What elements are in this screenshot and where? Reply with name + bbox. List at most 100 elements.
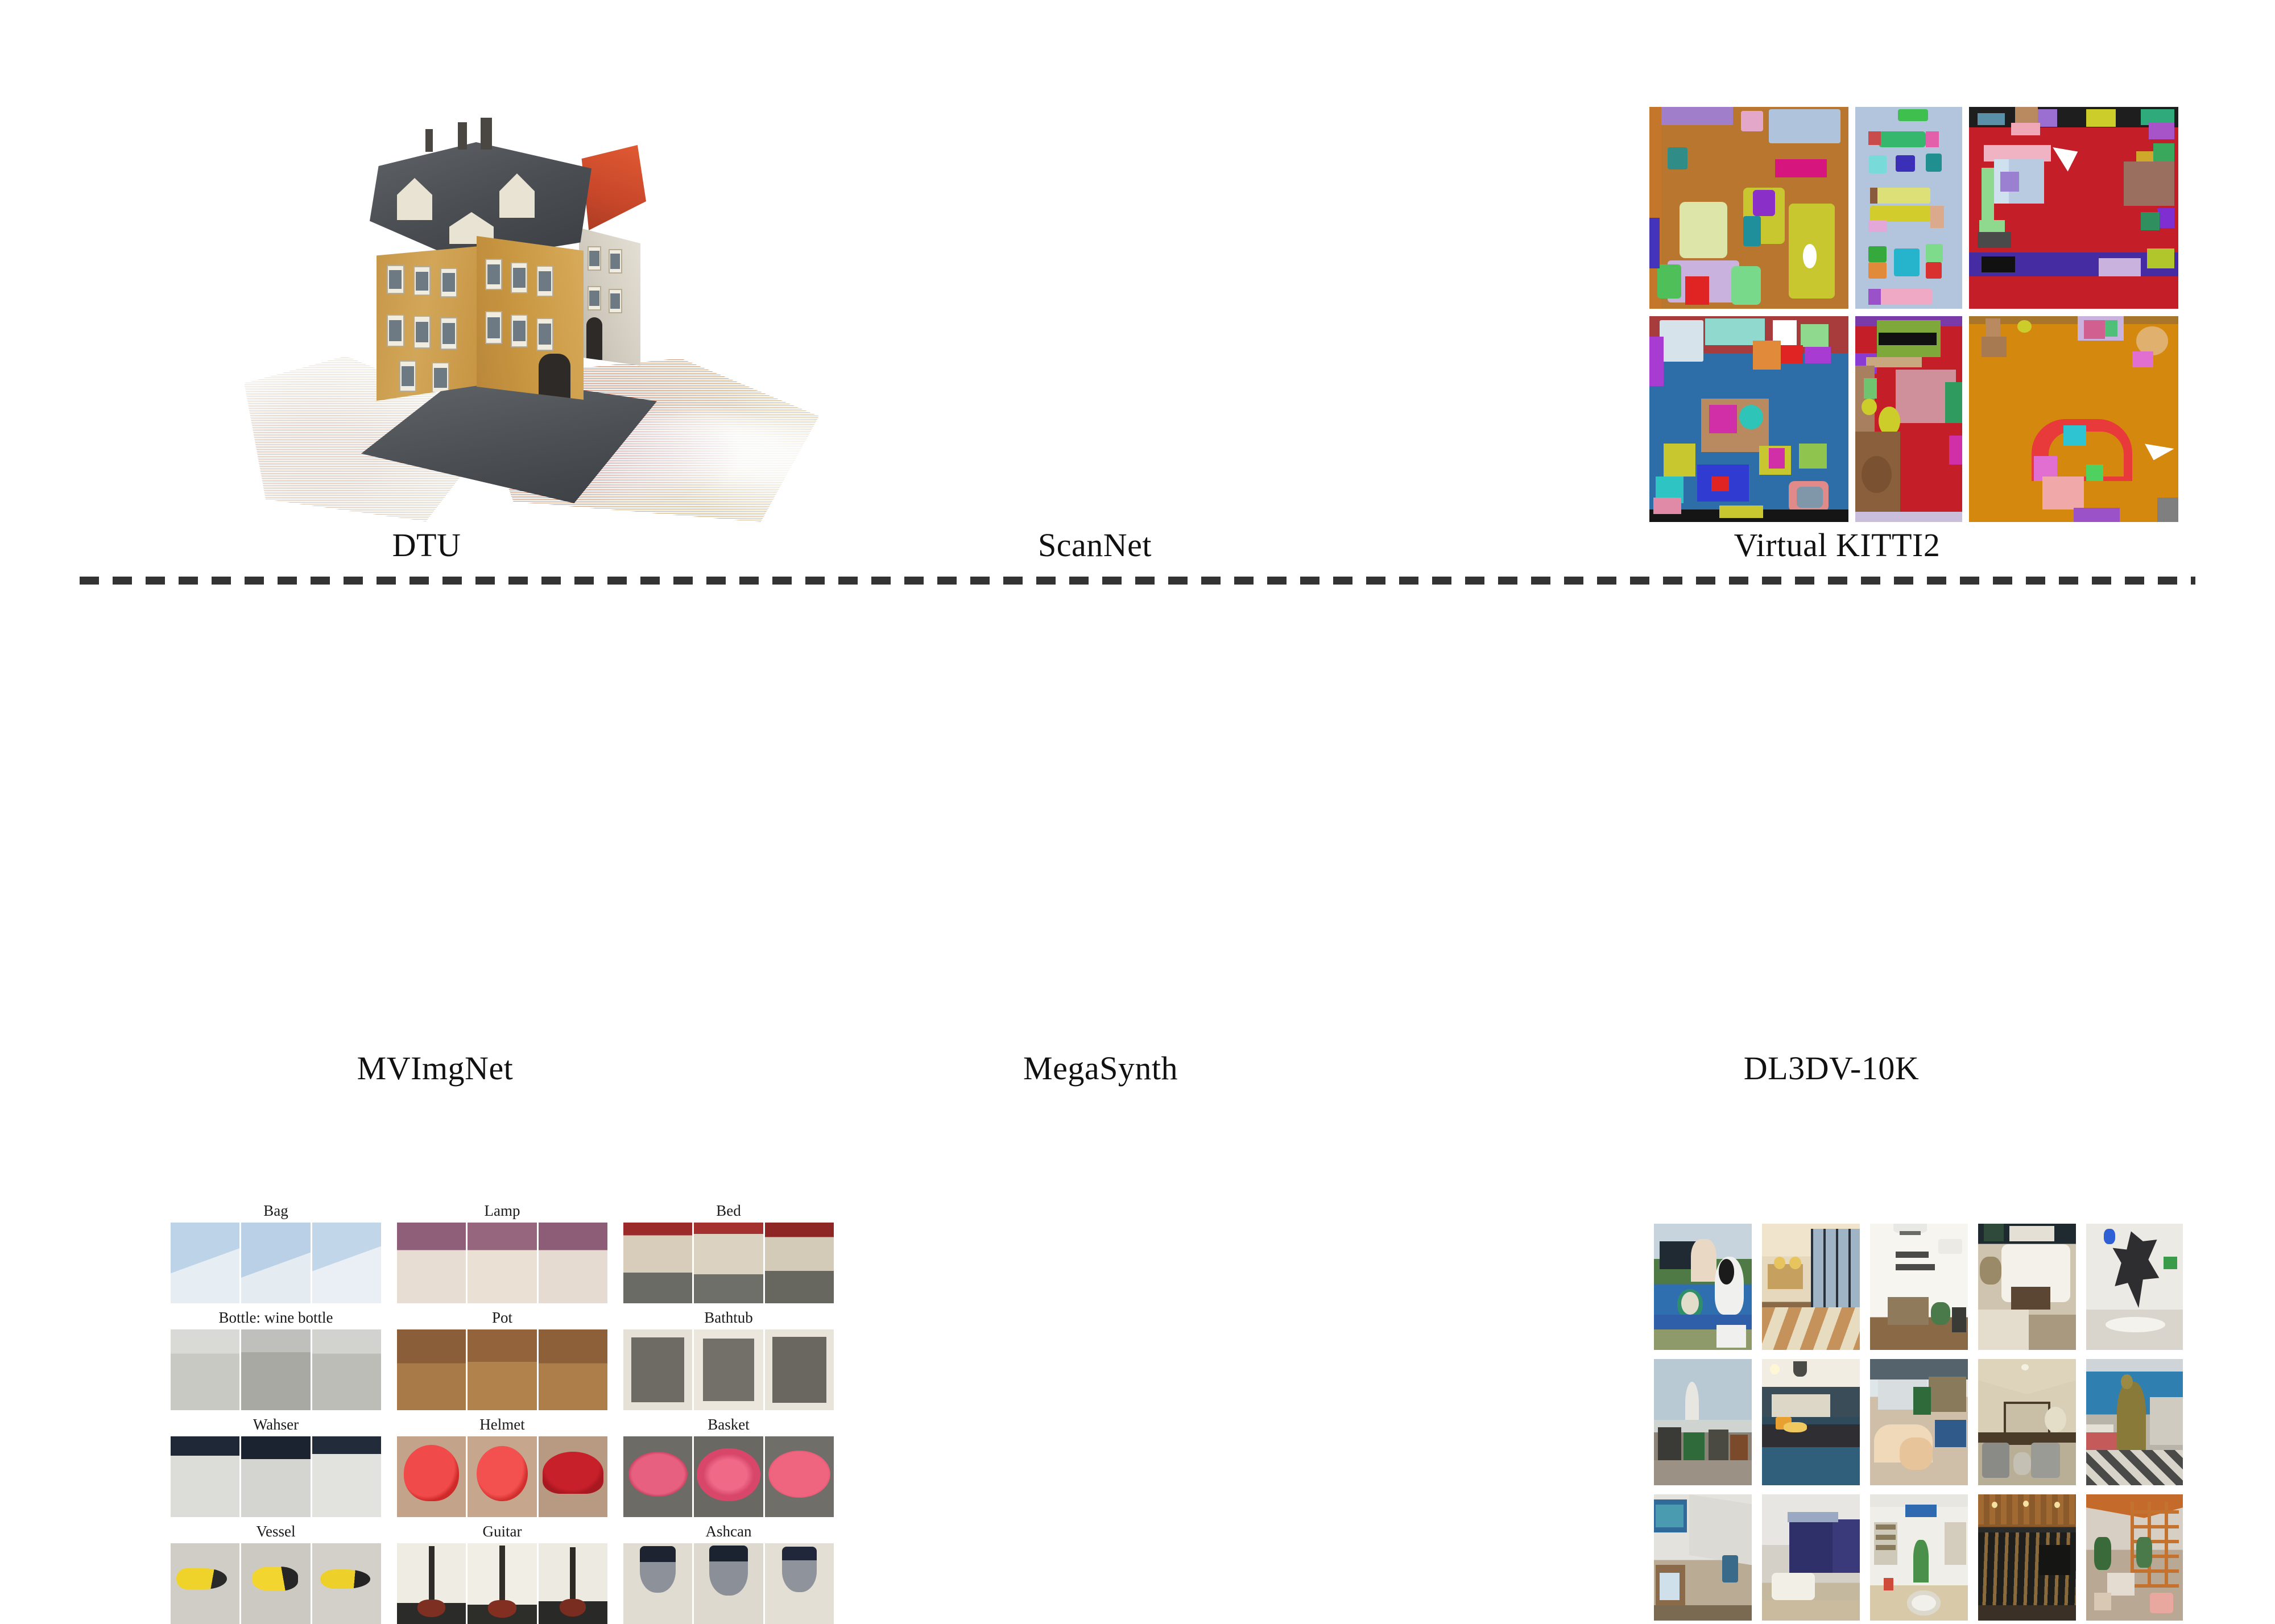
mvimgnet-view <box>171 1223 240 1303</box>
scannet-scene-tile <box>1649 316 1848 522</box>
mvimgnet-view <box>312 1223 381 1303</box>
mvimgnet-group: Lamp <box>397 1203 607 1303</box>
dtu-window <box>413 266 431 296</box>
mvimgnet-view <box>538 1436 607 1517</box>
scannet-grid <box>1649 107 2178 522</box>
mvimgnet-group: Wahser <box>171 1417 381 1517</box>
mvimgnet-category-label: Bed <box>716 1202 741 1219</box>
dtu-chimney <box>481 118 492 150</box>
mvimgnet-view <box>764 1436 834 1517</box>
mvimgnet-view <box>241 1329 311 1410</box>
dtu-chimney <box>458 122 467 150</box>
dtu-chimney <box>425 129 433 152</box>
mvimgnet-views <box>623 1329 834 1410</box>
mvimgnet-view <box>623 1223 693 1303</box>
scannet-scene-tile <box>1649 107 1848 309</box>
panel-mvimgnet: Bag Lamp Bed <box>68 603 834 1624</box>
panel-dl3dv-10k: DL3DV-10K <box>1388 603 2275 1103</box>
mvimgnet-view <box>171 1436 240 1517</box>
mvimgnet-category-label: Basket <box>708 1416 750 1433</box>
megasynth-render <box>1654 1359 1752 1485</box>
mvimgnet-view <box>241 1436 311 1517</box>
mvimgnet-group: Guitar <box>397 1524 607 1624</box>
dtu-door <box>586 317 603 360</box>
mvimgnet-group: Vessel <box>171 1524 381 1624</box>
megasynth-render <box>2086 1224 2183 1350</box>
mvimgnet-view <box>397 1223 466 1303</box>
dtu-window <box>485 311 503 345</box>
mvimgnet-view <box>623 1436 693 1517</box>
dtu-window <box>511 262 528 293</box>
mvimgnet-group: Basket <box>623 1417 834 1517</box>
mvimgnet-view <box>171 1329 240 1410</box>
dtu-house-model <box>364 117 660 412</box>
megasynth-render <box>1654 1224 1752 1350</box>
megasynth-grid <box>1654 1224 2183 1622</box>
mvimgnet-category-label: Pot <box>491 1309 513 1326</box>
mvimgnet-view <box>397 1436 466 1517</box>
megasynth-render <box>1978 1359 2076 1485</box>
mvimgnet-view <box>241 1543 311 1624</box>
megasynth-render <box>1654 1494 1752 1621</box>
mvimgnet-view <box>468 1223 537 1303</box>
panel-megasynth: MegaSynth <box>819 603 2183 1621</box>
scannet-scene-tile <box>1969 316 2178 522</box>
mvimgnet-group: Bed <box>623 1203 834 1303</box>
dtu-window <box>511 314 528 347</box>
megasynth-render <box>2086 1494 2183 1621</box>
dtu-window <box>485 259 503 291</box>
mvimgnet-view <box>623 1543 693 1624</box>
mvimgnet-views <box>397 1543 607 1624</box>
panel-scannet: ScanNet <box>819 28 2178 574</box>
caption-dtu: DTU <box>392 527 461 564</box>
mvimgnet-view <box>694 1329 763 1410</box>
caption-megasynth: MegaSynth <box>1023 1050 1178 1087</box>
mvimgnet-group: Bottle: wine bottle <box>171 1310 381 1410</box>
mvimgnet-view <box>241 1223 311 1303</box>
mvimgnet-views <box>397 1329 607 1410</box>
megasynth-render <box>1870 1494 1968 1621</box>
megasynth-render <box>1870 1224 1968 1350</box>
dtu-window <box>387 264 404 295</box>
dtu-window <box>588 246 601 271</box>
mvimgnet-view <box>397 1543 466 1624</box>
mvimgnet-views <box>623 1436 834 1517</box>
mvimgnet-category-label: Wahser <box>253 1416 299 1433</box>
mvimgnet-category-label: Lamp <box>484 1202 520 1219</box>
dtu-window <box>413 316 431 349</box>
mvimgnet-view <box>468 1543 537 1624</box>
caption-scannet: ScanNet <box>1038 527 1152 564</box>
mvimgnet-views <box>623 1543 834 1624</box>
mvimgnet-view <box>538 1223 607 1303</box>
megasynth-render <box>1978 1494 2076 1621</box>
dtu-window <box>536 318 554 351</box>
mvimgnet-views <box>171 1329 381 1410</box>
megasynth-render <box>1762 1224 1860 1350</box>
mvimgnet-view <box>694 1436 763 1517</box>
caption-virtual-kitti2: Virtual KITTI2 <box>1734 527 1941 564</box>
mvimgnet-views <box>171 1436 381 1517</box>
dtu-window <box>432 362 449 393</box>
mvimgnet-views <box>397 1436 607 1517</box>
mvimgnet-view <box>397 1329 466 1410</box>
mvimgnet-group: Pot <box>397 1310 607 1410</box>
dataset-overview-figure: DTU <box>68 28 2275 1624</box>
mvimgnet-category-label: Vessel <box>256 1523 296 1540</box>
mvimgnet-group: Bathtub <box>623 1310 834 1410</box>
scannet-scene-tile <box>1855 316 1962 522</box>
dtu-point-cloud <box>205 63 830 523</box>
mvimgnet-view <box>764 1329 834 1410</box>
dtu-window <box>608 249 622 274</box>
panel-virtual-kitti2: Virtual KITTI2 <box>1536 28 2138 574</box>
mvimgnet-view <box>312 1329 381 1410</box>
mvimgnet-view <box>468 1329 537 1410</box>
caption-mvimgnet: MVImgNet <box>357 1050 514 1087</box>
mvimgnet-view <box>764 1543 834 1624</box>
mvimgnet-category-label: Helmet <box>479 1416 525 1433</box>
mvimgnet-category-label: Bag <box>263 1202 288 1219</box>
mvimgnet-view <box>694 1223 763 1303</box>
mvimgnet-view <box>312 1543 381 1624</box>
mvimgnet-view <box>694 1543 763 1624</box>
dtu-window <box>608 289 622 313</box>
megasynth-render <box>1870 1359 1968 1485</box>
